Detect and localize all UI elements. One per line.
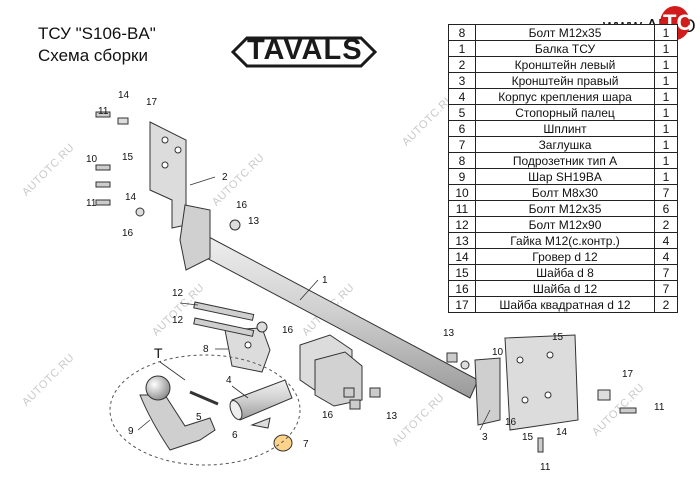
callout-17b: 17 <box>622 369 634 380</box>
logo-text: TAVALS <box>247 34 363 66</box>
part-name-cell: Подрозетник тип А <box>475 152 655 169</box>
callout-16d: 16 <box>322 410 334 421</box>
callout-14a: 14 <box>118 90 130 101</box>
callout-2: 2 <box>222 172 228 183</box>
part-name-cell: Шайба d 8 <box>475 264 655 281</box>
right-bracket-part <box>474 334 579 431</box>
part-qty-cell: 1 <box>654 72 678 89</box>
callout-9: 9 <box>128 426 134 437</box>
logo-swoosh <box>230 36 378 68</box>
callout-15a: 15 <box>122 152 134 163</box>
callout-11c: 11 <box>654 402 665 413</box>
towball-group-outline <box>109 354 301 466</box>
leader-lines <box>137 176 491 431</box>
callout-16c: 16 <box>282 325 294 336</box>
part-name-cell: Болт М12х35 <box>475 24 655 41</box>
callout-10a: 10 <box>86 154 98 165</box>
towball-part <box>139 375 216 451</box>
fasteners-middle <box>256 321 381 410</box>
callout-11a: 11 <box>98 106 109 117</box>
callout-11b: 11 <box>86 198 97 209</box>
callout-14c: 14 <box>556 427 568 438</box>
part-name-cell: Шайба d 12 <box>475 280 655 297</box>
callout-13a: 13 <box>248 216 260 227</box>
callout-labels: 2 1 3 4 5 6 7 8 9 10 10 11 11 11 11 12 1… <box>86 90 665 473</box>
callout-16a: 16 <box>122 228 134 239</box>
callout-13b: 13 <box>443 328 455 339</box>
callout-12a: 12 <box>172 288 184 299</box>
callout-13c: 13 <box>386 411 398 422</box>
callout-12b: 12 <box>172 315 184 326</box>
tavals-logo: TAVALS <box>229 30 379 74</box>
part-number-cell: 14 <box>448 248 476 265</box>
callout-t: T <box>154 345 163 361</box>
plug-part <box>273 434 293 452</box>
housing-part <box>229 379 293 421</box>
left-bracket-part <box>149 121 211 271</box>
callout-7: 7 <box>303 439 309 450</box>
callout-3: 3 <box>482 432 488 443</box>
callout-1: 1 <box>322 275 328 286</box>
clip-part <box>250 417 271 429</box>
callout-15c: 15 <box>522 432 534 443</box>
fasteners-left <box>95 111 241 231</box>
page-subtitle: Схема сборки <box>38 46 148 65</box>
part-qty-cell: 2 <box>654 296 678 313</box>
callout-16e: 16 <box>505 417 517 428</box>
callout-17a: 17 <box>146 97 158 108</box>
callout-16b: 16 <box>236 200 248 211</box>
callout-5: 5 <box>196 412 202 423</box>
part-name-cell: Шайба квадратная d 12 <box>475 296 655 313</box>
part-qty-cell: 7 <box>654 184 678 201</box>
callout-10b: 10 <box>492 347 504 358</box>
part-name-cell: Стопорный палец <box>475 104 655 121</box>
callout-4: 4 <box>226 375 232 386</box>
socket-bracket-part <box>224 327 271 373</box>
part-qty-cell: 1 <box>654 168 678 185</box>
part-number-cell: 11 <box>448 200 476 217</box>
long-bolts-part <box>193 301 255 337</box>
page-title: ТСУ "S106-BA" <box>38 24 156 43</box>
part-qty-cell: 7 <box>654 280 678 297</box>
callout-6: 6 <box>232 430 238 441</box>
callout-15b: 15 <box>552 332 564 343</box>
pin-part <box>189 390 219 406</box>
part-name-cell: Корпус крепления шара <box>475 88 655 105</box>
callout-8: 8 <box>203 344 209 355</box>
callout-11d: 11 <box>540 462 551 473</box>
fasteners-right <box>446 352 637 453</box>
part-name-cell: Гайка М12(с.контр.) <box>475 232 655 249</box>
callout-14b: 14 <box>125 192 137 203</box>
